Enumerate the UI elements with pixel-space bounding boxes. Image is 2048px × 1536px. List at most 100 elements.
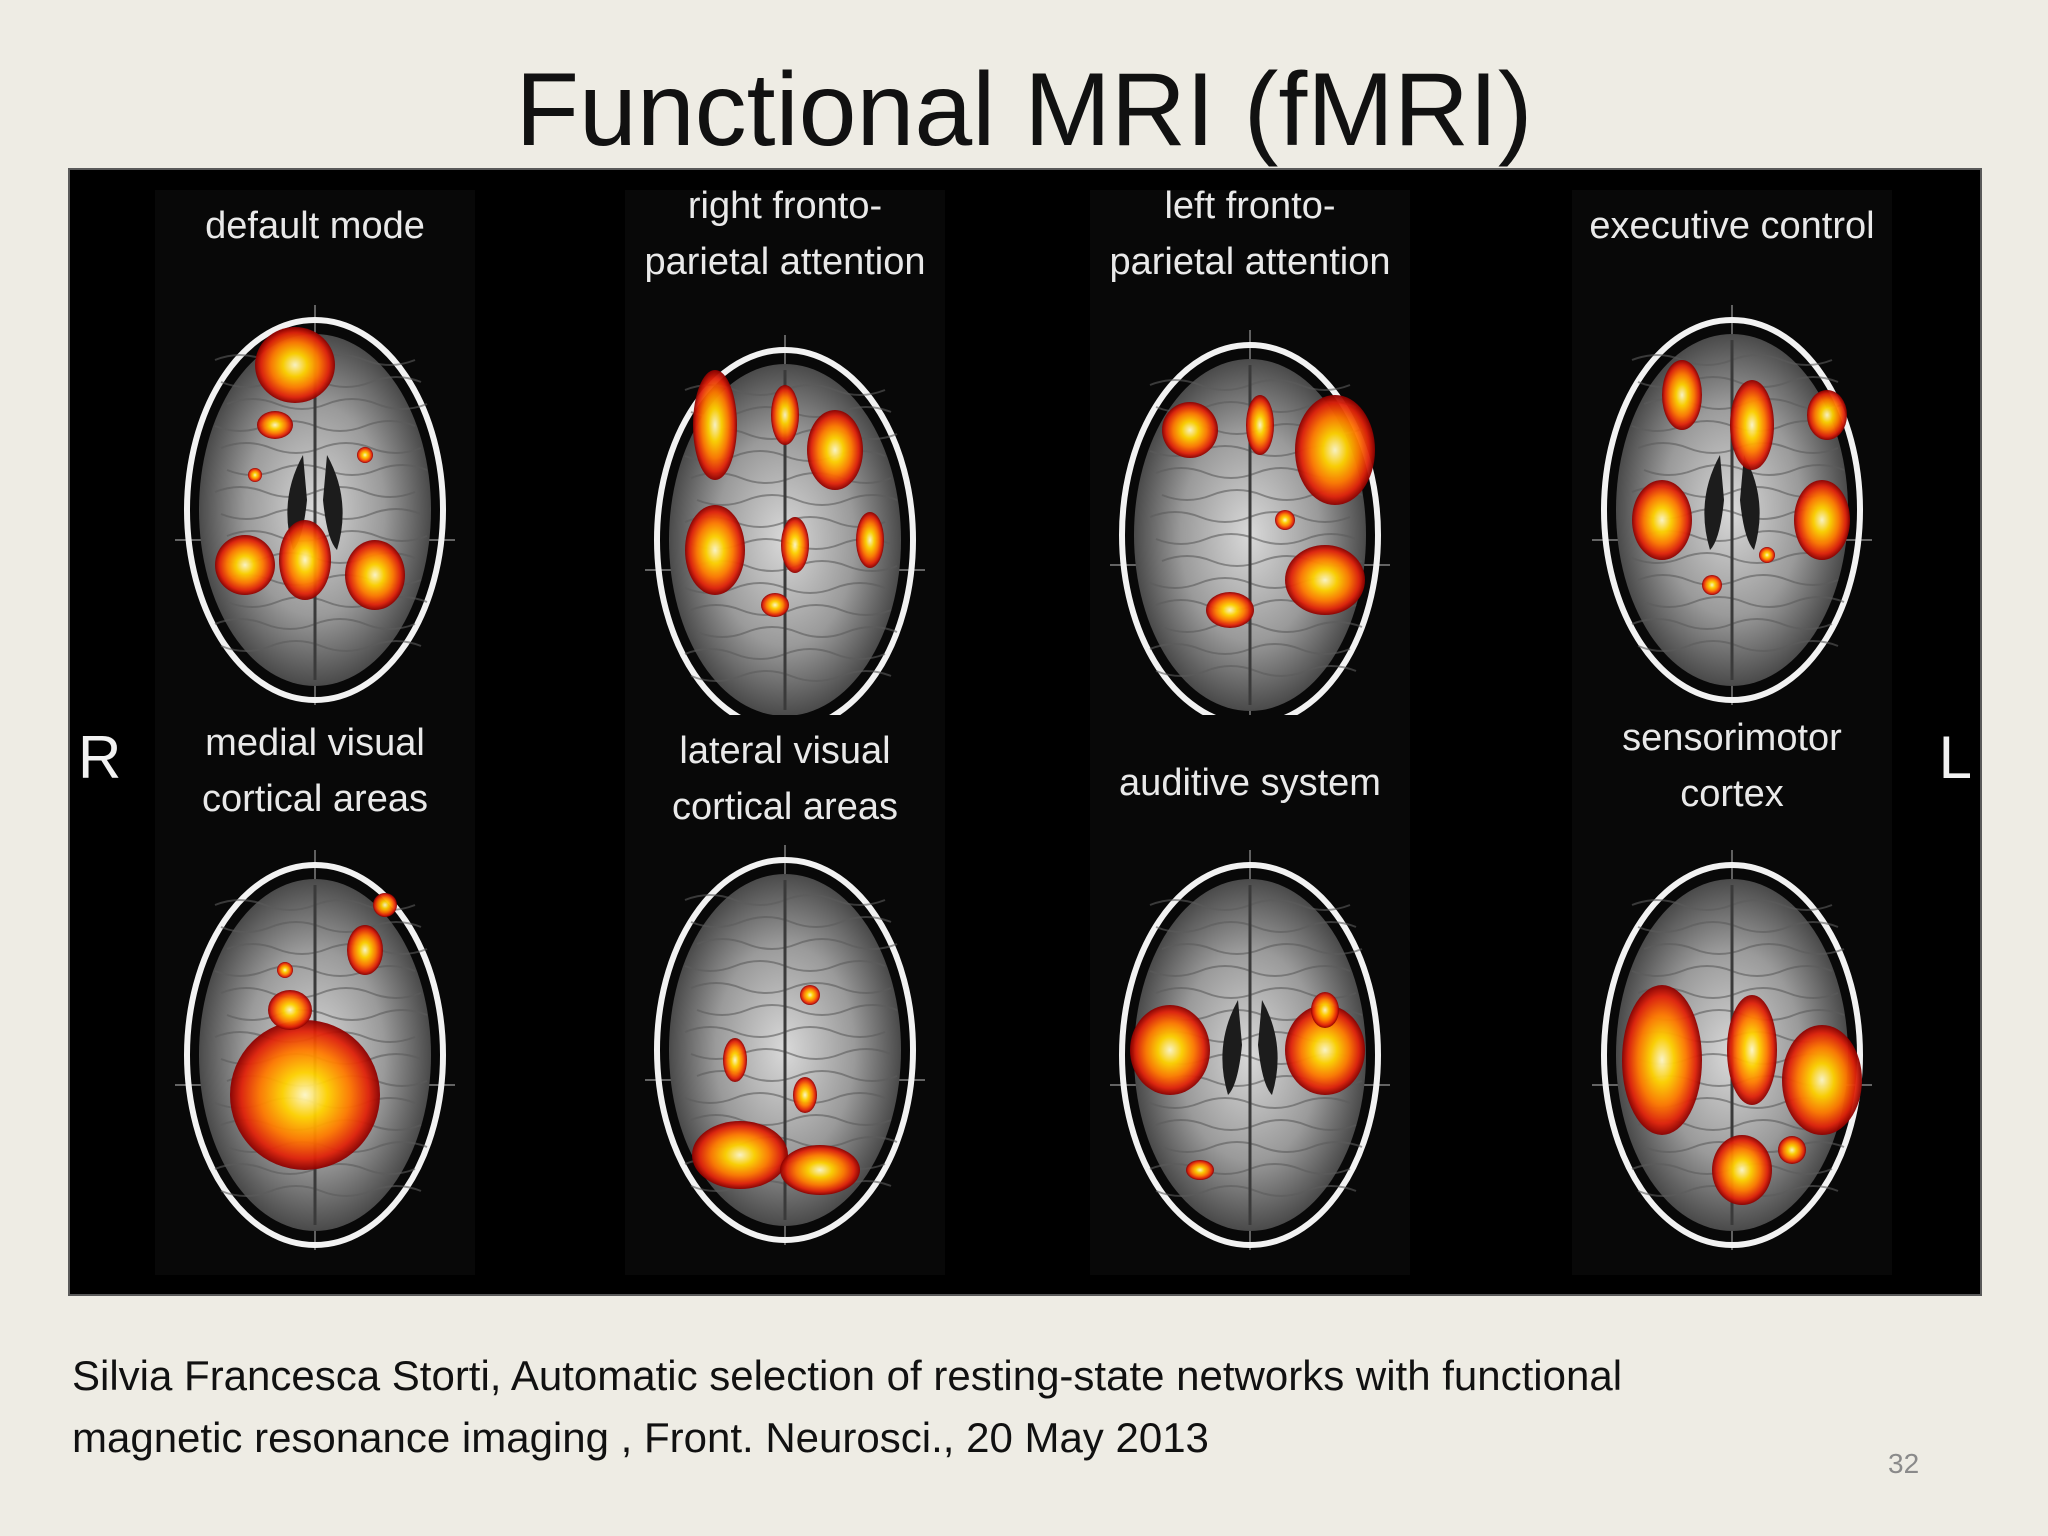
brain-slice — [175, 850, 455, 1250]
activation-blob — [1794, 480, 1850, 560]
brain-slice-graphic — [645, 845, 925, 1245]
sulcus-line — [220, 442, 422, 454]
sulcus-line — [690, 982, 892, 994]
activation-blob — [345, 540, 405, 610]
sulcus-line — [696, 494, 898, 506]
brain-slice — [1592, 850, 1872, 1250]
activation-blob — [1295, 395, 1375, 505]
panel-label-line: parietal attention — [1109, 241, 1391, 283]
sulcus-line — [1155, 1119, 1357, 1131]
activation-blob — [780, 1145, 860, 1195]
activation-blob — [1285, 1005, 1365, 1095]
activation-blob — [692, 1121, 788, 1189]
citation-line: magnetic resonance imaging , Front. Neur… — [72, 1414, 1209, 1461]
activation-blob — [1632, 480, 1692, 560]
activation-blob — [277, 962, 293, 978]
activation-blob — [1285, 545, 1365, 615]
sulcus-line — [1161, 621, 1363, 633]
panel-sensorimotor-cortex: sensorimotor cortex — [1572, 715, 1892, 1275]
left-ventricle — [1704, 455, 1724, 550]
panel-label-line: auditive system — [1119, 762, 1381, 804]
panel-label-line: parietal attention — [644, 241, 926, 283]
sulcus-line — [1643, 596, 1845, 608]
panel-label: sensorimotor cortex — [1512, 710, 1952, 822]
activation-blob — [268, 990, 312, 1030]
sulcus-line — [1155, 1185, 1357, 1197]
panel-label-line: executive control — [1589, 205, 1875, 247]
right-ventricle — [1258, 1000, 1278, 1095]
activation-blob — [1702, 575, 1722, 595]
citation: Silvia Francesca Storti, Automatic selec… — [72, 1345, 1872, 1469]
panel-right-fronto-parietal-attention: right fronto- parietal attention — [625, 185, 945, 750]
panel-label-line: sensorimotor — [1622, 717, 1842, 759]
activation-blob — [1311, 992, 1339, 1028]
sulcus-line — [696, 1004, 898, 1016]
sulcus-line — [690, 604, 892, 616]
panel-executive-control: executive control — [1572, 190, 1892, 750]
activation-blob — [1275, 510, 1295, 530]
sulcus-line — [696, 938, 898, 950]
activation-blob — [215, 535, 275, 595]
activation-blob — [793, 1077, 817, 1113]
sulcus-line — [1161, 1141, 1363, 1153]
activation-blob — [800, 985, 820, 1005]
activation-blob — [1807, 390, 1847, 440]
activation-blob — [1206, 592, 1254, 628]
panel-label: lateral visual cortical areas — [565, 723, 1005, 835]
brain-slice — [645, 845, 925, 1245]
skull-outline — [1601, 862, 1863, 1248]
brain-slice-graphic — [175, 305, 455, 705]
sulcus-line — [1637, 640, 1839, 652]
activation-blob — [856, 512, 884, 568]
sulcus-line — [226, 943, 428, 955]
panel-label-line: medial visual — [205, 722, 425, 764]
panel-label: left fronto- parietal attention — [1030, 178, 1470, 290]
panel-label-line: right fronto- — [687, 185, 883, 227]
sulcus-line — [220, 921, 422, 933]
brain-slice-graphic — [645, 335, 925, 735]
activation-blob — [771, 385, 799, 445]
brain-slice — [175, 305, 455, 705]
panel-label: auditive system — [1030, 755, 1470, 811]
activation-blob — [1246, 395, 1274, 455]
brain-slice — [1110, 850, 1390, 1250]
panel-label: default mode — [95, 198, 535, 254]
skull-outline — [654, 857, 916, 1243]
sulcus-line — [1161, 943, 1363, 955]
panel-left-fronto-parietal-attention: left fronto- parietal attention — [1090, 185, 1410, 750]
activation-blob — [230, 1020, 380, 1170]
activation-blob — [1727, 995, 1777, 1105]
activation-blob — [248, 468, 262, 482]
activation-blob — [373, 893, 397, 917]
brain-slice — [1110, 330, 1390, 730]
sulcus-line — [226, 1009, 428, 1021]
sulcus-line — [690, 916, 892, 928]
sulcus-line — [220, 987, 422, 999]
panel-medial-visual-cortical-areas: medial visual cortical areas — [155, 715, 475, 1275]
citation-line: Silvia Francesca Storti, Automatic selec… — [72, 1352, 1623, 1399]
panel-label-line: lateral visual — [679, 730, 891, 772]
brain-slice-graphic — [1110, 850, 1390, 1250]
sulcus-line — [690, 472, 892, 484]
activation-blob — [693, 370, 737, 480]
skull-outline — [184, 317, 446, 703]
activation-blob — [685, 505, 745, 595]
activation-blob — [257, 411, 293, 439]
panel-label-line: default mode — [205, 205, 425, 247]
sulcus-line — [1155, 533, 1357, 545]
sulcus-line — [220, 1185, 422, 1197]
activation-blob — [807, 410, 863, 490]
activation-blob — [1782, 1025, 1862, 1135]
sulcus-line — [226, 398, 428, 410]
sulcus-line — [696, 626, 898, 638]
fmri-figure: R L default mode right fronto- parietal … — [70, 170, 1980, 1294]
sulcus-line — [690, 670, 892, 682]
activation-blob — [255, 327, 335, 403]
left-hemisphere-marker: L — [1938, 724, 1972, 791]
activation-blob — [357, 447, 373, 463]
activation-blob — [1778, 1136, 1806, 1164]
skull-outline — [1601, 317, 1863, 703]
page-number: 32 — [1888, 1448, 1920, 1479]
panel-label-line: cortex — [1680, 773, 1784, 815]
activation-blob — [1162, 402, 1218, 458]
